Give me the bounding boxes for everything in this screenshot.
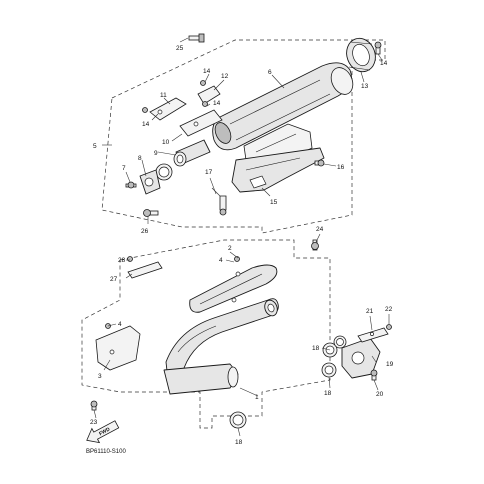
callout-22: 22 — [385, 306, 393, 313]
heat-protector-parts — [149, 85, 223, 137]
callout-14-tail: 14 — [380, 60, 388, 67]
callout-24: 24 — [316, 226, 324, 233]
callout-25: 25 — [176, 45, 184, 52]
gasket-bottom — [229, 411, 247, 429]
callout-13: 13 — [361, 83, 369, 90]
bolts — [90, 33, 392, 411]
callout-14-left: 14 — [142, 121, 150, 128]
bolt-22 — [386, 324, 392, 330]
muffler — [212, 62, 354, 151]
callout-28: 28 — [118, 257, 126, 264]
leader-lines — [93, 37, 390, 437]
callout-19: 19 — [386, 361, 394, 368]
callout-16: 16 — [337, 164, 345, 171]
muffler-assembly-outline — [101, 39, 386, 234]
small-heat-shield — [127, 261, 163, 279]
callout-10: 10 — [162, 139, 170, 146]
bolt-28 — [127, 256, 133, 262]
callout-21: 21 — [366, 308, 374, 315]
exhaust-flange-parts — [321, 327, 389, 379]
callout-6: 6 — [268, 69, 272, 76]
callout-4-lower: 4 — [118, 321, 122, 328]
tail-cap — [346, 37, 376, 73]
pipe-assembly-outline — [81, 239, 331, 429]
callout-14-mid: 14 — [213, 100, 221, 107]
bolt-16 — [314, 159, 325, 167]
bolt-25 — [188, 33, 205, 43]
callout-labels: 1 2 3 4 4 5 6 7 8 9 10 11 12 13 14 14 14… — [90, 45, 394, 446]
callout-18-right: 18 — [324, 390, 332, 397]
callout-11: 11 — [160, 92, 167, 99]
callout-18-bottom: 18 — [235, 439, 243, 446]
bolt-4-upper — [234, 256, 240, 262]
callout-23: 23 — [90, 419, 98, 426]
callout-26: 26 — [141, 228, 149, 235]
diagram-code: BP61110-S100 — [86, 449, 126, 455]
front-protector — [95, 325, 141, 371]
heat-protector — [189, 264, 278, 313]
bolt-7 — [125, 181, 137, 189]
bolt-24 — [311, 239, 319, 251]
callout-5: 5 — [93, 143, 97, 150]
callout-18-left: 18 — [312, 345, 320, 352]
callout-12: 12 — [221, 73, 229, 80]
callout-20: 20 — [376, 391, 384, 398]
callout-15: 15 — [270, 199, 278, 206]
bolt-20 — [370, 369, 378, 381]
fwd-label: FWD — [98, 426, 111, 437]
bolt-14-top — [142, 80, 208, 113]
callout-7: 7 — [122, 165, 126, 172]
muffler-bracket — [231, 147, 325, 193]
fwd-arrow: FWD — [86, 420, 120, 444]
callout-4-upper: 4 — [219, 257, 223, 264]
callout-2: 2 — [228, 245, 232, 252]
callout-3: 3 — [98, 373, 102, 380]
callout-9: 9 — [154, 150, 158, 157]
bolt-23 — [90, 400, 98, 411]
joint-pipe — [139, 139, 211, 195]
callout-17: 17 — [205, 169, 213, 176]
exhaust-pipe — [163, 298, 279, 395]
bolt-14-tail — [374, 41, 382, 55]
callout-27: 27 — [110, 276, 118, 283]
callout-14-top: 14 — [203, 68, 211, 75]
bracket-bolt — [219, 195, 227, 216]
bolt-26 — [143, 209, 159, 217]
callout-1: 1 — [255, 394, 259, 401]
assembly-outlines — [81, 39, 386, 429]
callout-8: 8 — [138, 155, 142, 162]
